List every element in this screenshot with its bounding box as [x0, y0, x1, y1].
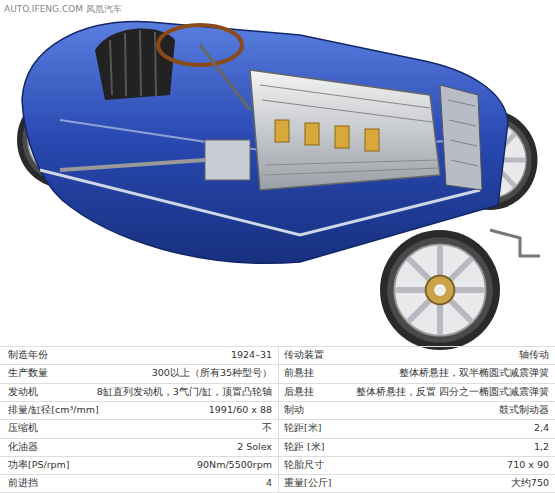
table-value: 710 x 90 [507, 459, 549, 471]
table-value: 鼓式制动器 [499, 404, 549, 416]
table-label: 压缩机 [8, 422, 38, 434]
table-value: 轴传动 [519, 349, 549, 361]
table-value: 300以上（所有35种型号） [152, 367, 272, 379]
table-label: 轮距[米] [284, 422, 321, 434]
table-label: 排量/缸径[cm³/mm] [8, 404, 99, 416]
table-value: 4 [266, 477, 272, 489]
table-value: 整体桥悬挂，双半椭圆式减震弹簧 [399, 367, 549, 379]
table-value: 不 [262, 422, 272, 434]
table-label: 功率[PS/rpm] [8, 459, 70, 471]
table-label: 轮胎尺寸 [284, 459, 324, 471]
table-value: 2,4 [534, 422, 549, 434]
table-value: 整体桥悬挂，反置 四分之一椭圆式减震弹簧 [356, 386, 549, 398]
radiator [440, 85, 482, 190]
table-label: 后悬挂 [284, 386, 314, 398]
gearbox [205, 140, 250, 180]
table-rule [0, 419, 555, 420]
table-value: 90Nm/5500rpm [197, 459, 272, 471]
table-value: 1924–31 [231, 349, 272, 361]
engine-block [250, 70, 440, 190]
table-rule [0, 492, 555, 493]
table-value: 1991/60 x 88 [209, 404, 272, 416]
table-label: 化油器 [8, 441, 38, 453]
watermark: AUTO.IFENG.COM 凤凰汽车 [4, 3, 122, 15]
table-value: 8缸直列发动机，3气门/缸，顶置凸轮轴 [97, 386, 272, 398]
crank-handle [490, 230, 540, 256]
table-rule [0, 383, 555, 384]
table-rule [0, 438, 555, 439]
table-label: 前悬挂 [284, 367, 314, 379]
table-label: 制造年份 [8, 349, 48, 361]
seat [95, 29, 175, 100]
table-value: 2 Solex [237, 441, 272, 453]
table-label: 传动装置 [284, 349, 324, 361]
table-rule [0, 346, 555, 347]
table-value: 大约750 [511, 477, 549, 489]
table-rule [0, 456, 555, 457]
table-label: 制动 [284, 404, 304, 416]
car-body [22, 22, 508, 264]
table-label: 前进挡 [8, 477, 38, 489]
table-label: 重量[公斤] [284, 477, 331, 489]
front-wheel [380, 230, 500, 350]
table-label: 生产数量 [8, 367, 48, 379]
table-label: 轮距 [米] [284, 441, 324, 453]
table-rule [278, 346, 279, 493]
table-label: 发动机 [8, 386, 38, 398]
table-rule [0, 401, 555, 402]
table-rule [0, 474, 555, 475]
table-rule [0, 364, 555, 365]
table-value: 1,2 [534, 441, 549, 453]
